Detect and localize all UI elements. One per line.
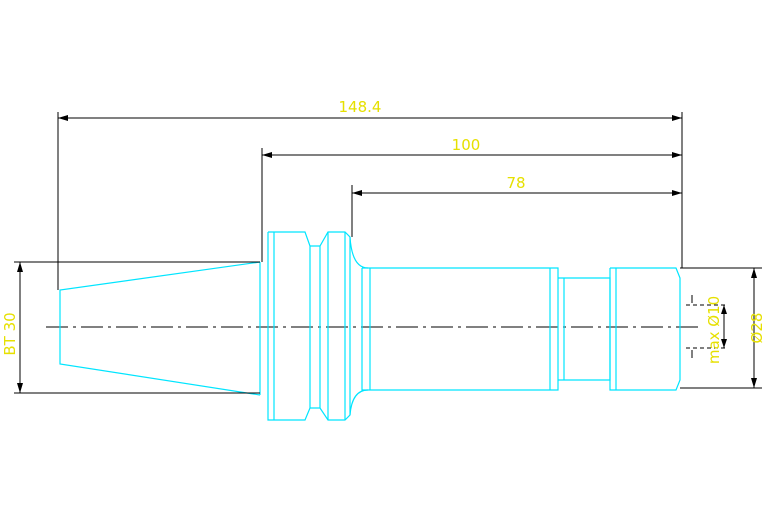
arrow-78-left	[352, 190, 362, 196]
taper-cone	[59, 261, 261, 396]
dim-label-100: 100	[452, 136, 481, 154]
drawing-area	[0, 98, 767, 423]
dim-label-d28: Ø28	[748, 313, 766, 344]
arrow-100-right	[672, 152, 682, 158]
v-groove	[310, 231, 332, 247]
dim-label-max-d10: max Ø10	[705, 296, 723, 364]
arrow-bt-bottom	[17, 383, 23, 393]
dim-label-148: 148.4	[339, 98, 382, 116]
dim-label-78: 78	[506, 174, 525, 192]
pull-stud-head	[609, 267, 681, 391]
arrowheads	[17, 115, 757, 393]
arrow-100-left	[262, 152, 272, 158]
dimension-labels: 148.4 100 78 BT 30 Ø28 max Ø10	[1, 98, 766, 364]
main-body	[361, 267, 559, 391]
arrow-148-right	[672, 115, 682, 121]
arrow-148-left	[58, 115, 68, 121]
dim-label-bt30: BT 30	[1, 312, 19, 355]
dimension-lines	[14, 112, 762, 394]
arrow-d28-bottom	[751, 378, 757, 388]
arrow-d10-bottom	[721, 339, 727, 348]
arrow-d10-top	[721, 305, 727, 314]
part-outline	[59, 231, 681, 421]
arrow-bt-top	[17, 262, 23, 272]
rear-collar	[332, 231, 351, 421]
arrow-78-right	[672, 190, 682, 196]
arrow-d28-top	[751, 268, 757, 278]
